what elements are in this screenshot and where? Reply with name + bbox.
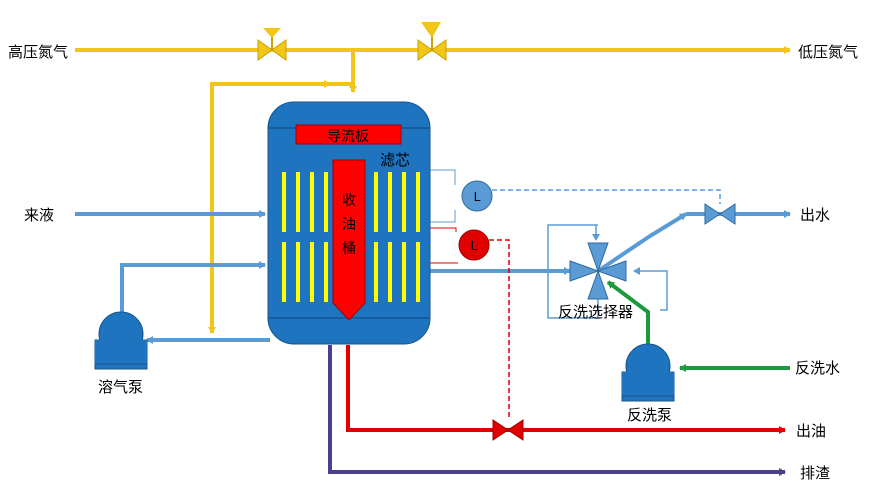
backwash-lines <box>606 280 790 372</box>
oil-line <box>346 345 786 434</box>
oil-bucket-char-3: 桶 <box>342 241 356 257</box>
oil-out-label: 出油 <box>796 422 826 440</box>
dissolved-gas-pump-label: 溶气泵 <box>98 378 143 396</box>
backwash-selector-label: 反洗选择器 <box>558 303 633 321</box>
low-pressure-valve[interactable] <box>417 22 447 61</box>
high-pressure-valve[interactable] <box>257 28 287 61</box>
oil-outlet-valve[interactable] <box>492 419 524 441</box>
oil-bucket-char-2: 油 <box>342 217 356 233</box>
slag-discharge-label: 排渣 <box>800 464 830 482</box>
backwash-selector-valve[interactable] <box>569 242 627 300</box>
oil-collection-bucket: 收 油 桶 <box>332 159 366 321</box>
filter-elements <box>282 172 420 302</box>
water-out-label: 出水 <box>800 206 830 224</box>
dissolved-gas-pump[interactable] <box>94 311 148 370</box>
deflector-plate: 导流板 <box>295 124 402 145</box>
filter-label: 滤芯 <box>380 151 410 169</box>
level-symbol-1: L <box>474 190 481 204</box>
nitrogen-lines <box>75 46 791 334</box>
water-outlet-valve[interactable] <box>704 203 736 225</box>
backwash-water-label: 反洗水 <box>795 359 840 377</box>
backwash-pump[interactable] <box>621 343 675 402</box>
level-indicator-1: L <box>430 169 721 223</box>
oil-bucket-char-1: 收 <box>342 193 356 209</box>
slag-line <box>328 345 786 476</box>
backwash-pump-label: 反洗泵 <box>627 406 672 424</box>
deflector-label: 导流板 <box>327 129 369 145</box>
level-symbol-2: L <box>471 239 478 253</box>
high-pressure-nitrogen-label: 高压氮气 <box>8 43 68 61</box>
water-lines <box>75 210 791 344</box>
feed-label: 来液 <box>24 206 54 224</box>
low-pressure-nitrogen-label: 低压氮气 <box>798 43 858 61</box>
